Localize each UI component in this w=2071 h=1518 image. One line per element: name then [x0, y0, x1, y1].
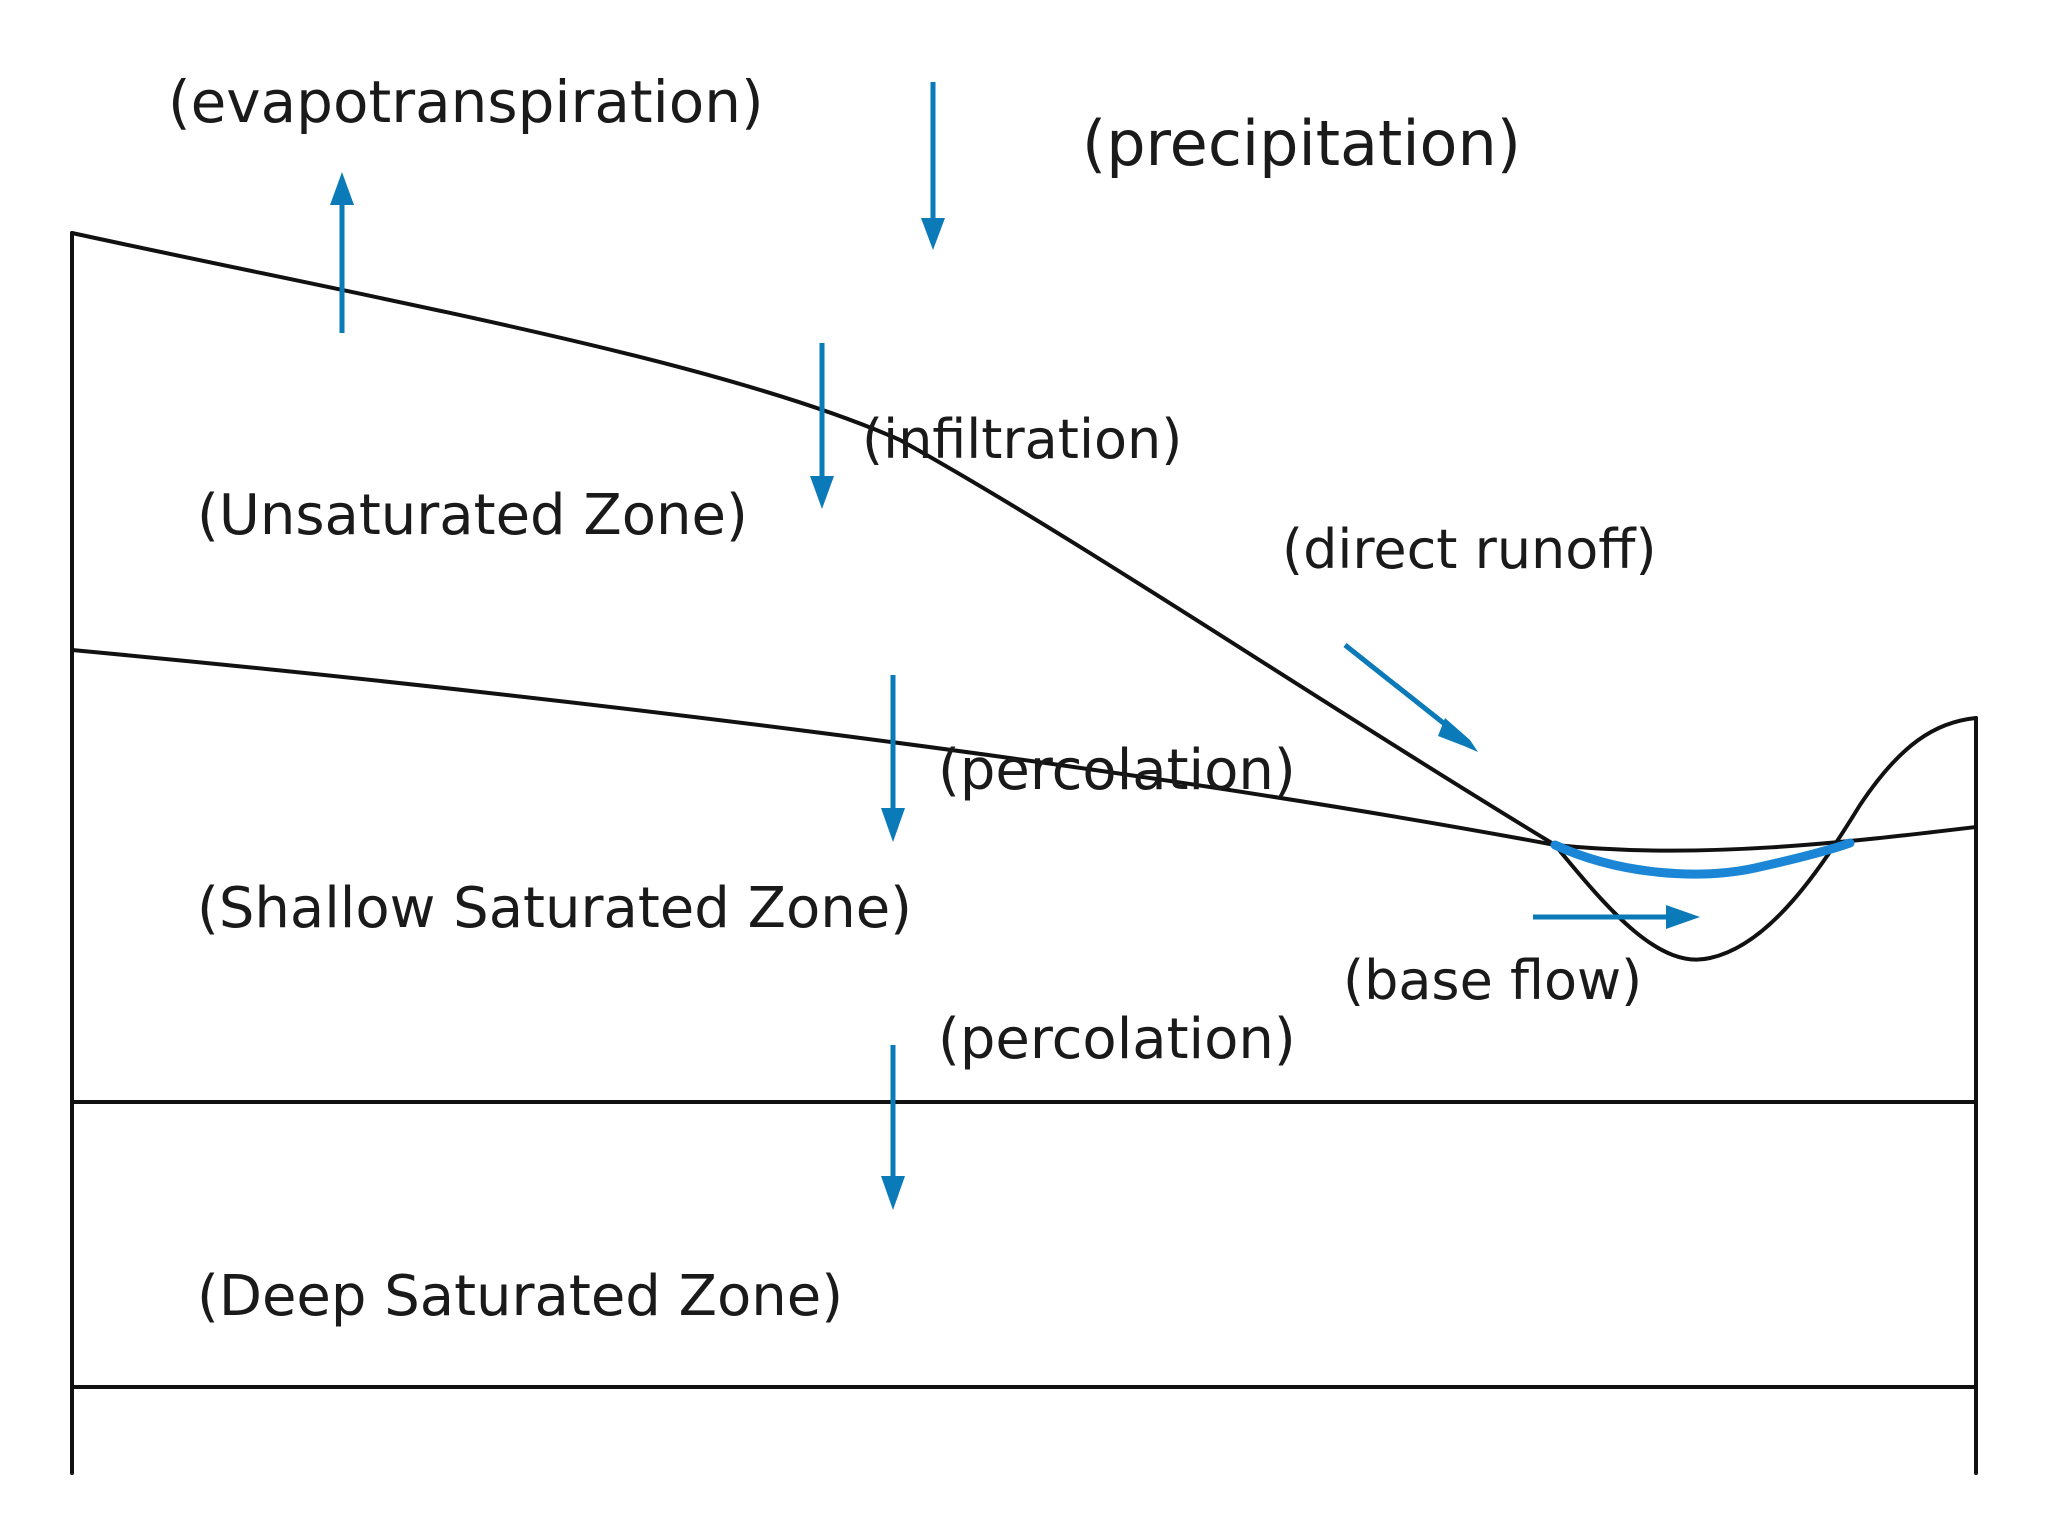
base-flow-label: (base flow) [1343, 949, 1642, 1012]
upper-percolation-label: (percolation) [938, 738, 1296, 803]
lower-percolation-arrow [881, 1045, 905, 1210]
shallow-saturated-zone-label: (Shallow Saturated Zone) [197, 876, 912, 941]
precipitation-label: (precipitation) [1082, 107, 1521, 180]
upper-percolation-arrow [881, 675, 905, 842]
infiltration-arrow [810, 343, 834, 509]
stream-water-surface [1550, 838, 1855, 879]
direct-runoff-arrow [1343, 643, 1478, 752]
evapotranspiration-arrow [330, 172, 354, 333]
lower-percolation-label: (percolation) [938, 1007, 1296, 1072]
deep-saturated-zone-label: (Deep Saturated Zone) [197, 1264, 843, 1329]
ground-surface-line [70, 231, 1978, 962]
unsaturated-zone-label: (Unsaturated Zone) [197, 483, 748, 548]
infiltration-label: (infiltration) [862, 408, 1182, 471]
precipitation-arrow [921, 82, 945, 250]
direct-runoff-label: (direct runoff) [1282, 518, 1657, 581]
base-flow-arrow [1533, 905, 1700, 929]
water-table-line [70, 648, 1978, 853]
evapotranspiration-label: (evapotranspiration) [168, 68, 764, 136]
